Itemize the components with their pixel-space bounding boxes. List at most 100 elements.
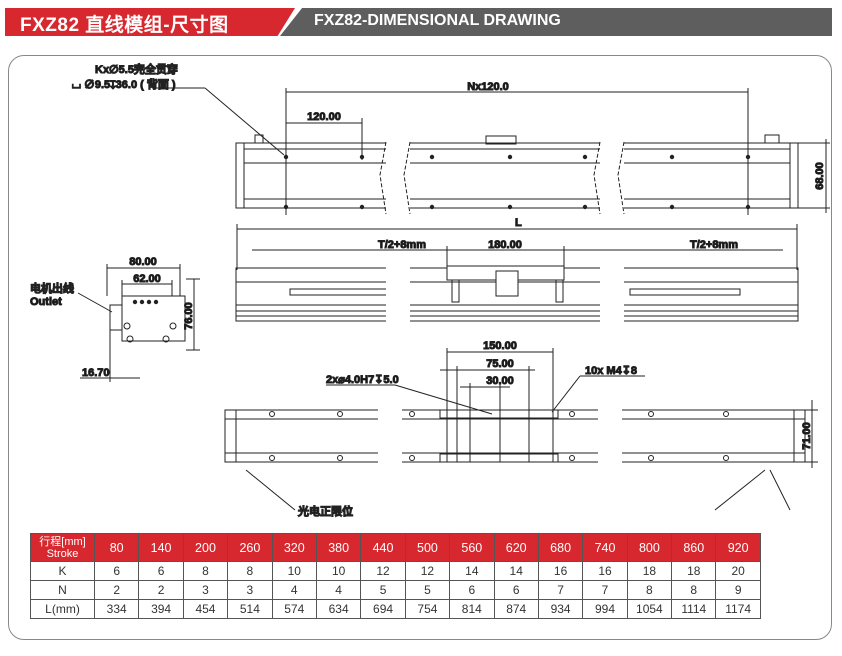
- outlet-en-label: Outlet: [30, 296, 62, 308]
- table-cell: 7: [582, 580, 628, 600]
- table-cell: 8: [671, 580, 717, 600]
- stroke-cell: 860: [671, 533, 717, 562]
- table-cell: 12: [360, 561, 406, 581]
- table-cell: 694: [360, 599, 406, 619]
- stroke-cell: 80: [93, 533, 140, 562]
- table-cell: 514: [227, 599, 273, 619]
- table-cell: 3: [227, 580, 273, 600]
- table-cell: 634: [315, 599, 362, 619]
- pitch-total-label: Nx120.0: [467, 81, 509, 93]
- table-cell: 394: [138, 599, 184, 619]
- table-cell: 574: [271, 599, 317, 619]
- table-cell: 874: [493, 599, 539, 619]
- table-cell: 6: [449, 580, 495, 600]
- side-view: [235, 224, 799, 326]
- table-cell: 6: [493, 580, 539, 600]
- stroke-cell: 500: [404, 533, 451, 562]
- drawing-panel: [8, 55, 832, 640]
- hole-note-1: Kx∅5.5完全贯穿: [95, 62, 178, 76]
- table-cell: 18: [626, 561, 673, 581]
- stroke-cell: 920: [715, 533, 761, 562]
- table-cell: 1174: [715, 599, 761, 619]
- top-view-body: [235, 142, 799, 209]
- table-cell: 8: [227, 561, 273, 581]
- thread-note: 10x M4↧8: [585, 365, 637, 377]
- table-cell: 6: [93, 561, 140, 581]
- table-cell: 1114: [671, 599, 717, 619]
- hole-note-2: ⌴ ∅9.5↧36.0 ( 背面 ): [72, 77, 176, 91]
- table-cell: 454: [182, 599, 229, 619]
- table-cell: 10: [315, 561, 362, 581]
- table-cell: 7: [537, 580, 584, 600]
- table-cell: 4: [315, 580, 362, 600]
- pin-note: 2x⌀4.0H7↧5.0: [326, 374, 399, 386]
- table-cell: 10: [271, 561, 317, 581]
- end-height-label: 76.00: [183, 302, 195, 330]
- table-cell: 4: [271, 580, 317, 600]
- table-cell: 2: [138, 580, 184, 600]
- row-label: L(mm): [30, 599, 95, 619]
- height-bottom-label: 71.00: [801, 422, 813, 450]
- page-title: FXZ82 直线模组-尺寸图: [20, 15, 229, 36]
- table-cell: 814: [449, 599, 495, 619]
- table-cell: 994: [582, 599, 628, 619]
- bottom-view: [224, 348, 818, 511]
- table-cell: 5: [404, 580, 451, 600]
- stroke-header: 行程[mm]Stroke: [30, 533, 95, 562]
- end-width-label: 80.00: [129, 256, 157, 268]
- outlet-cn-label: 电机出线: [30, 281, 74, 295]
- table-cell: 9: [715, 580, 761, 600]
- table-cell: 8: [626, 580, 673, 600]
- row-label: N: [30, 580, 95, 600]
- end-view: [77, 264, 200, 382]
- table-cell: 754: [404, 599, 451, 619]
- table-cell: 3: [182, 580, 229, 600]
- stroke-header-en: Stroke: [46, 547, 79, 560]
- stroke-cell: 200: [182, 533, 229, 562]
- table-cell: 14: [493, 561, 539, 581]
- carriage-length-label: 180.00: [488, 239, 522, 251]
- table-cell: 20: [715, 561, 761, 581]
- table-cell: 334: [93, 599, 140, 619]
- header-red-band: [5, 8, 295, 36]
- height-top-label: 68.00: [814, 162, 826, 190]
- table-cell: 1054: [626, 599, 673, 619]
- table-cell: 16: [537, 561, 584, 581]
- table-cell: 6: [138, 561, 184, 581]
- top-view: [155, 87, 830, 215]
- dim-150-label: 150.00: [483, 340, 517, 352]
- stroke-header-cn: 行程[mm]: [39, 535, 86, 548]
- stroke-cell: 620: [493, 533, 539, 562]
- travel-left-label: T/2+8mm: [378, 239, 426, 251]
- row-label: K: [30, 561, 95, 581]
- stroke-cell: 800: [626, 533, 673, 562]
- stroke-cell: 740: [582, 533, 628, 562]
- table-cell: 12: [404, 561, 451, 581]
- dim-30-label: 30.00: [486, 375, 514, 387]
- travel-right-label: T/2+8mm: [690, 239, 738, 251]
- page-subtitle: FXZ82-DIMENSIONAL DRAWING: [314, 12, 561, 29]
- end-inner-label: 62.00: [133, 273, 161, 285]
- bottom-holes: [269, 411, 729, 461]
- stroke-cell: 680: [537, 533, 584, 562]
- table-cell: 5: [360, 580, 406, 600]
- offset-label: 16.70: [82, 367, 110, 379]
- table-cell: 16: [582, 561, 628, 581]
- stroke-cell: 260: [227, 533, 273, 562]
- stroke-cell: 560: [449, 533, 495, 562]
- stroke-cell: 380: [315, 533, 362, 562]
- stroke-cell: 140: [138, 533, 184, 562]
- table-cell: 8: [182, 561, 229, 581]
- stroke-cell: 320: [271, 533, 317, 562]
- dim-75-label: 75.00: [486, 358, 514, 370]
- stroke-cell: 440: [360, 533, 406, 562]
- table-cell: 18: [671, 561, 717, 581]
- sensor-note: 光电正限位: [297, 504, 353, 518]
- header-gray-band: [280, 8, 832, 36]
